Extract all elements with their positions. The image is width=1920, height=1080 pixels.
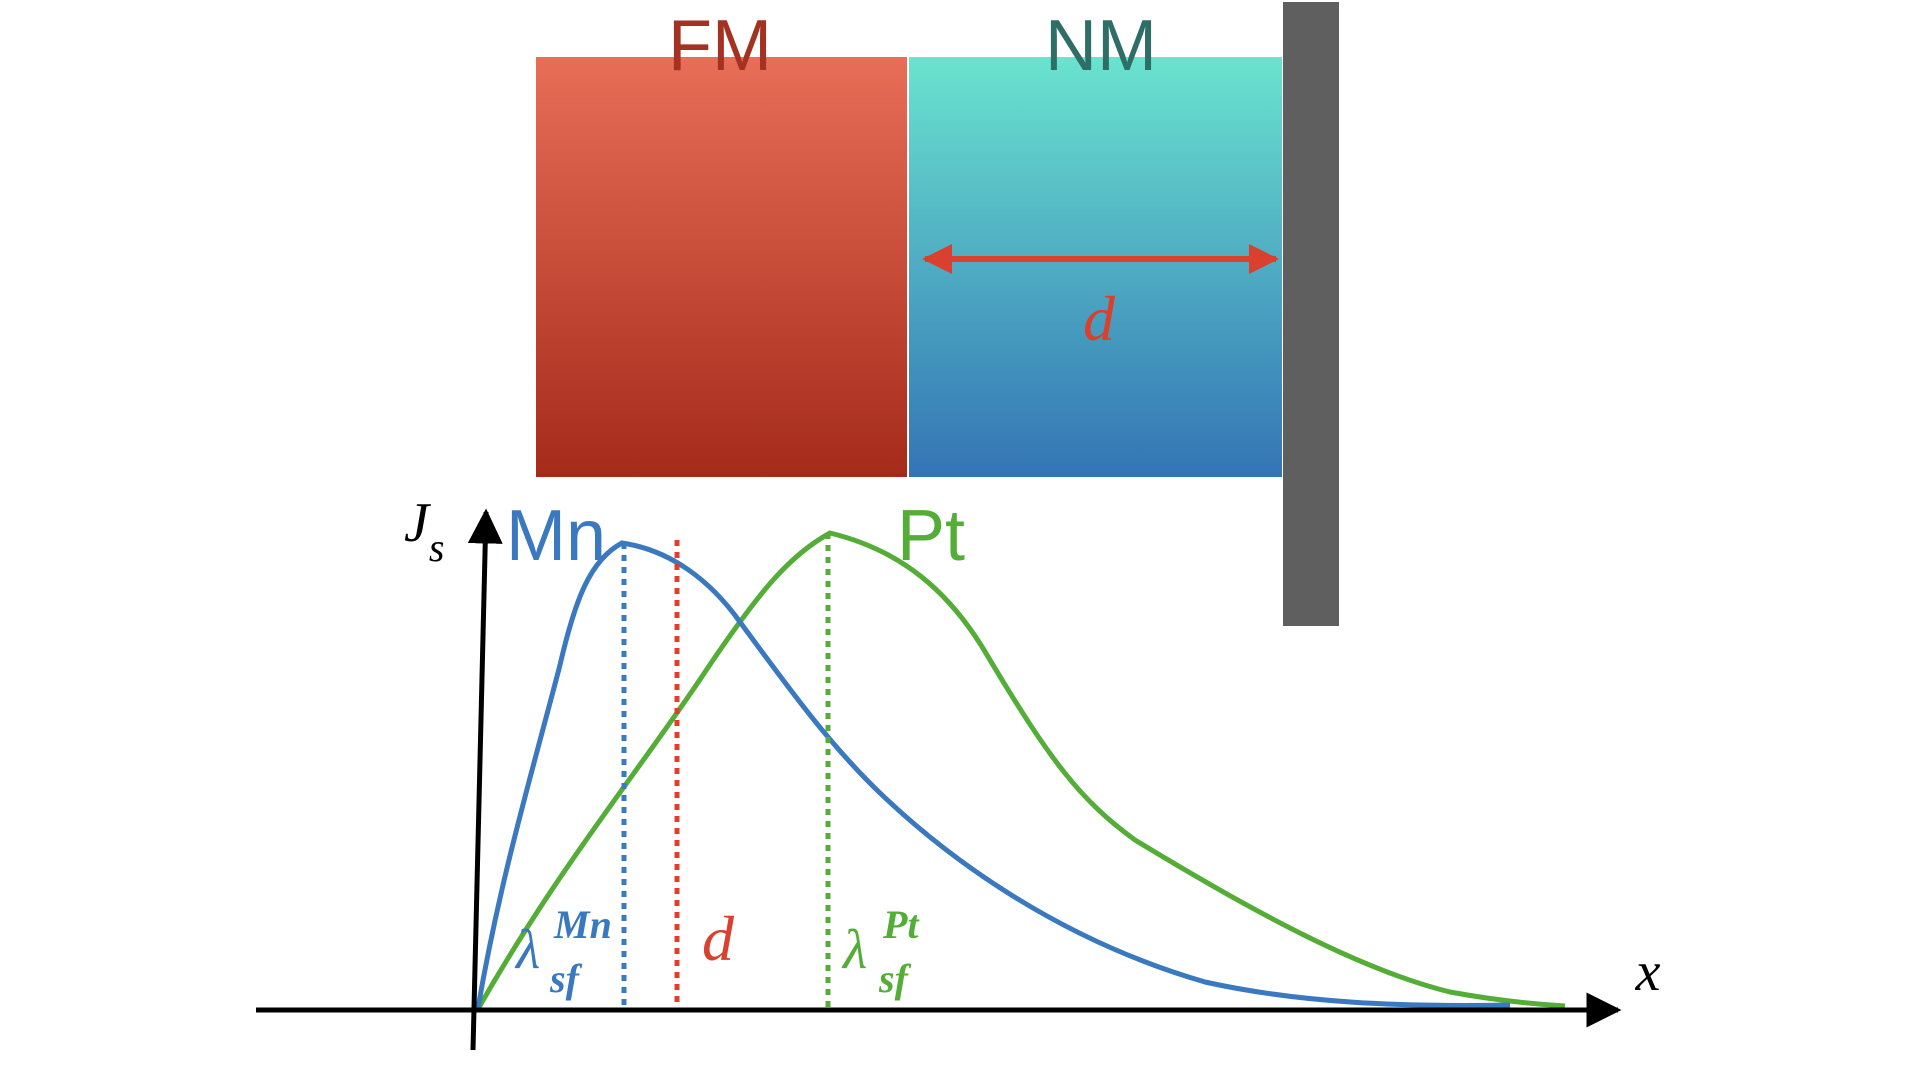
mn-curve	[475, 540, 1511, 1009]
boundary-wall	[1283, 2, 1339, 626]
lambda-mn-superscript: Mn	[553, 902, 612, 947]
y-axis-label-main: J	[404, 492, 432, 554]
lambda-pt-symbol: λ	[841, 919, 867, 981]
lambda-mn-symbol: λ	[514, 919, 540, 981]
lambda-pt-subscript: sf	[878, 956, 912, 1001]
fm-layer	[536, 57, 907, 477]
y-axis-label: Js	[404, 492, 444, 570]
thickness-label: d	[1083, 283, 1116, 354]
mn-curve-label: Mn	[506, 496, 606, 576]
lambda-pt-superscript: Pt	[882, 902, 920, 947]
nm-layer	[909, 57, 1282, 477]
y-axis	[467, 508, 503, 1051]
x-axis-label: x	[1635, 941, 1661, 1003]
fm-label: FM	[668, 6, 772, 86]
lambda-mn-subscript: sf	[549, 956, 583, 1001]
thickness-plot-label: d	[702, 903, 735, 974]
pt-curve-label: Pt	[897, 496, 965, 576]
nm-label: NM	[1045, 6, 1157, 86]
pt-curve	[475, 530, 1566, 1011]
y-axis-label-sub: s	[429, 525, 445, 570]
